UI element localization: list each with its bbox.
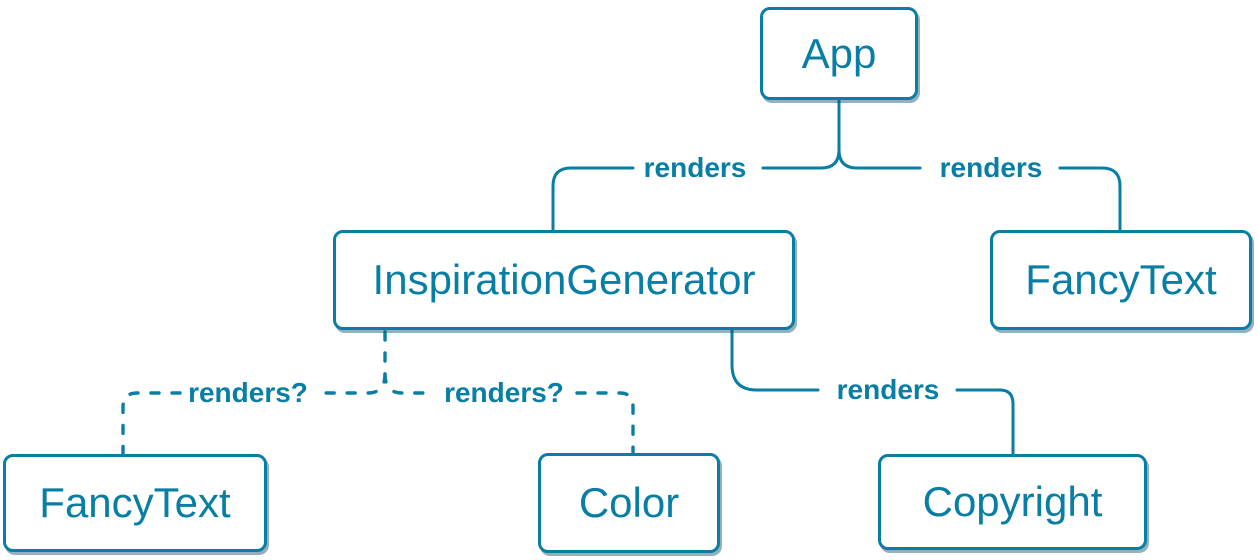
edge-label-app-inspirationgenerator: renders: [643, 152, 747, 183]
node-copyright-label: Copyright: [922, 478, 1103, 525]
edge-label-app-fancytext: renders: [939, 152, 1043, 183]
edge-label-inspirationgenerator-copyright: renders: [836, 374, 940, 405]
edge-label-inspirationgenerator-fancytext: renders?: [188, 377, 308, 408]
edge-label-inspirationgenerator-color: renders?: [444, 377, 564, 408]
node-fancy-text-bottom-label: FancyText: [39, 479, 231, 526]
node-inspiration-generator-label: InspirationGenerator: [372, 256, 756, 303]
node-app-label: App: [801, 29, 877, 77]
node-fancy-text-top-label: FancyText: [1025, 256, 1217, 303]
node-copyright: Copyright: [878, 454, 1147, 550]
node-fancy-text-bottom: FancyText: [3, 454, 267, 552]
edge-inspirationgenerator-to-color-dashed: [383, 372, 635, 455]
edge-app-to-fancytext: [837, 148, 1122, 232]
node-inspiration-generator: InspirationGenerator: [333, 230, 795, 330]
node-color-label: Color: [578, 479, 680, 526]
node-app: App: [760, 7, 918, 100]
node-color: Color: [538, 453, 720, 553]
edge-inspirationgenerator-to-copyright: [730, 328, 1015, 456]
node-fancy-text-top: FancyText: [990, 230, 1252, 330]
